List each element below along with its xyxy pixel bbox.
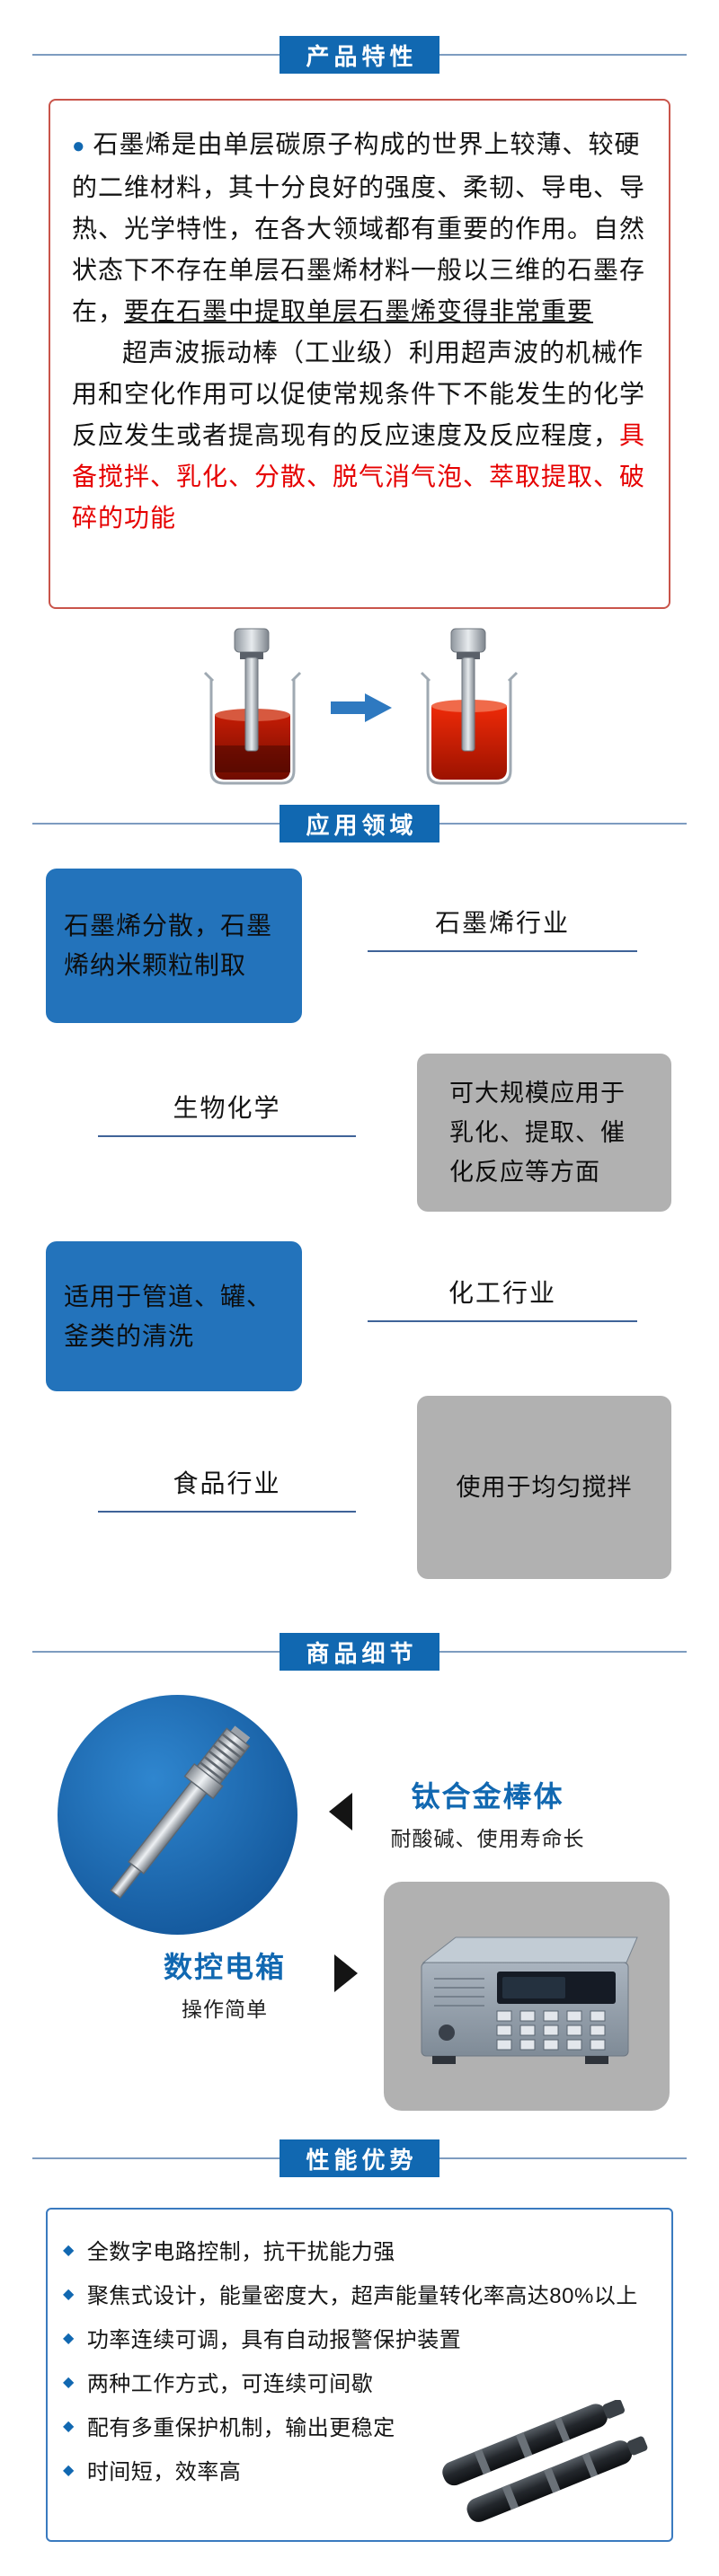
advantage-text: 时间短，效率高: [86, 2460, 242, 2484]
application-label-text: 生物化学: [173, 1094, 281, 1122]
diamond-bullet-icon: ◆: [63, 2418, 75, 2434]
application-label-food-industry: 食品行业: [98, 1464, 356, 1513]
section-title-badge: 性能优势: [280, 2139, 439, 2177]
feature-p1-text: 石墨烯是由单层碳原子构成的世界上较薄、较硬的二维材料，其十分良好的强度、柔韧、导…: [72, 130, 646, 325]
detail-desc-titanium-rod: 耐酸碱、使用寿命长: [390, 1827, 585, 1850]
application-box-text: 石墨烯分散，石墨烯纳米颗粒制取: [64, 912, 273, 979]
section-header-advantages: 性能优势: [0, 2139, 719, 2177]
section-title-badge: 商品细节: [280, 1633, 439, 1671]
application-label-chemical-industry: 化工行业: [368, 1274, 637, 1322]
advantage-item: ◆ 聚焦式设计，能量密度大，超声能量转化率高达80%以上: [63, 2272, 638, 2316]
detail-desc-control-box: 操作简单: [182, 1998, 268, 2021]
advantages-box: [46, 2208, 673, 2542]
section-title-badge: 应用领域: [280, 805, 439, 842]
detail-name-titanium-rod: 钛合金棒体: [411, 1780, 564, 1813]
application-box-cleaning: 适用于管道、罐、釜类的清洗: [46, 1241, 302, 1391]
advantage-item: ◆ 时间短，效率高: [63, 2448, 638, 2492]
application-box-text: 适用于管道、罐、釜类的清洗: [64, 1282, 273, 1350]
section-title-badge: 产品特性: [280, 36, 439, 74]
arrow-right-icon: [331, 693, 392, 722]
dot-bullet-icon: ●: [72, 134, 86, 158]
advantage-item: ◆ 全数字电路控制，抗干扰能力强: [63, 2228, 638, 2272]
feature-paragraph-1: ●石墨烯是由单层碳原子构成的世界上较薄、较硬的二维材料，其十分良好的强度、柔韧、…: [72, 124, 647, 332]
detail-name-control-box: 数控电箱: [163, 1951, 286, 1983]
diamond-bullet-icon: ◆: [63, 2330, 75, 2346]
label-underline: [98, 1135, 356, 1137]
control-box-image: [421, 1936, 638, 2064]
advantage-text: 聚焦式设计，能量密度大，超声能量转化率高达80%以上: [86, 2284, 638, 2308]
label-underline: [368, 950, 637, 952]
application-box-graphene: 石墨烯分散，石墨烯纳米颗粒制取: [46, 869, 302, 1023]
application-box-emulsify: 可大规模应用于乳化、提取、催化反应等方面: [417, 1054, 671, 1212]
titanium-rod-image: [110, 1725, 251, 1899]
advantages-list: ◆ 全数字电路控制，抗干扰能力强 ◆ 聚焦式设计，能量密度大，超声能量转化率高达80…: [63, 2228, 638, 2492]
application-box-text: 使用于均匀搅拌: [456, 1474, 633, 1501]
application-label-text: 化工行业: [448, 1279, 556, 1307]
triangle-left-icon: [329, 1793, 352, 1831]
feature-p1-underlined-text: 要在石墨中提取单层石墨烯变得非常重要: [124, 297, 594, 325]
probe-rods-image: [442, 2400, 648, 2522]
diamond-bullet-icon: ◆: [63, 2286, 75, 2302]
beaker-after-image: [420, 628, 519, 785]
label-underline: [368, 1320, 637, 1322]
feature-p2-text: 超声波振动棒（工业级）利用超声波的机械作用和空化作用可以促使常规条件下不能发生的…: [72, 339, 646, 449]
section-header-details: 商品细节: [0, 1633, 719, 1671]
feature-text-box: ●石墨烯是由单层碳原子构成的世界上较薄、较硬的二维材料，其十分良好的强度、柔韧、…: [49, 99, 670, 609]
label-underline: [98, 1511, 356, 1513]
application-box-text: 可大规模应用于乳化、提取、催化反应等方面: [449, 1080, 626, 1186]
application-label-text: 食品行业: [173, 1469, 281, 1497]
titanium-rod-photo-circle: [58, 1695, 297, 1935]
section-header-features: 产品特性: [0, 36, 719, 74]
beaker-before-image: [203, 628, 302, 785]
diamond-bullet-icon: ◆: [63, 2242, 75, 2258]
application-label-graphene-industry: 石墨烯行业: [368, 904, 637, 952]
feature-p2-red-text: 具备搅拌、乳化、分散、脱气消气泡、萃取提取、破碎的功能: [72, 421, 646, 532]
diamond-bullet-icon: ◆: [63, 2374, 75, 2390]
advantage-item: ◆ 配有多重保护机制，输出更稳定: [63, 2404, 638, 2448]
advantage-item: ◆ 两种工作方式，可连续可间歇: [63, 2360, 638, 2404]
application-box-stirring: 使用于均匀搅拌: [417, 1396, 671, 1579]
advantage-text: 配有多重保护机制，输出更稳定: [86, 2416, 395, 2440]
application-label-text: 石墨烯行业: [434, 909, 570, 937]
triangle-right-icon: [334, 1954, 358, 1992]
advantage-text: 两种工作方式，可连续可间歇: [86, 2372, 374, 2396]
advantage-text: 功率连续可调，具有自动报警保护装置: [86, 2328, 462, 2352]
section-header-applications: 应用领域: [0, 805, 719, 842]
control-box-photo-card: [384, 1882, 670, 2111]
feature-paragraph-2: 超声波振动棒（工业级）利用超声波的机械作用和空化作用可以促使常规条件下不能发生的…: [72, 332, 647, 539]
diamond-bullet-icon: ◆: [63, 2462, 75, 2478]
advantage-item: ◆ 功率连续可调，具有自动报警保护装置: [63, 2316, 638, 2360]
application-label-biochemistry: 生物化学: [98, 1089, 356, 1137]
advantage-text: 全数字电路控制，抗干扰能力强: [86, 2240, 395, 2264]
